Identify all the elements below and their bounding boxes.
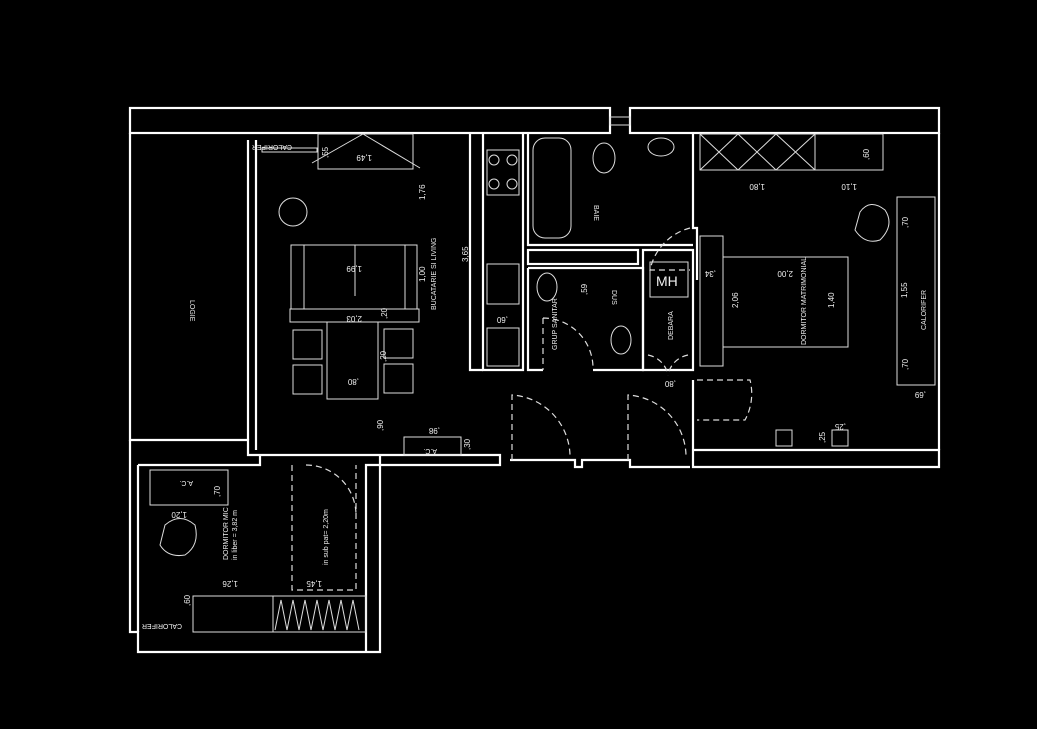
dim: ,80 — [664, 379, 676, 388]
dim: 1,00 — [418, 266, 427, 282]
dim: ,20 — [379, 350, 388, 362]
room-label-small-area: in liber = 3,82 m — [232, 510, 239, 560]
furniture — [149, 133, 936, 633]
dim: 1,49 — [356, 153, 372, 162]
dim: ,34 — [704, 269, 716, 278]
doors — [291, 227, 753, 591]
dim: ,20 — [380, 307, 389, 319]
room-label-small: DORMITOR MIC — [223, 507, 230, 560]
heater-label: CALORIFER — [252, 143, 292, 150]
room-label-logie: LOGIE — [188, 300, 195, 322]
room-labels: LOGIE BUCATARIE SI LIVING BAIE DUS GRUP … — [142, 143, 928, 629]
walls — [128, 106, 941, 654]
dim: ,70 — [901, 358, 910, 370]
heater-label-2: CALORIFER — [921, 290, 928, 330]
mh-label: MH — [656, 273, 678, 289]
room-label-storage: DEBARA — [668, 311, 675, 340]
dim: ,80 — [347, 377, 359, 386]
dim: ,30 — [463, 438, 472, 450]
dim: ,25 — [818, 431, 827, 443]
dim: ,70 — [213, 485, 222, 497]
dim: 2,06 — [731, 292, 740, 308]
dim: ,69 — [914, 390, 926, 399]
dim: 2,00 — [777, 269, 793, 278]
dimensions: 1,49 ,55 1,76 3,65 1,99 1,00 2,03 ,20 ,2… — [171, 146, 926, 606]
dim: 1,76 — [418, 184, 427, 200]
dim: ,60 — [496, 315, 508, 324]
room-label-walkin: in sub pat= 2,20m — [323, 509, 330, 565]
dim: 3,65 — [461, 246, 470, 262]
dim: ,90 — [376, 419, 385, 431]
room-label-living: BUCATARIE SI LIVING — [431, 238, 438, 310]
ac-label: A.C. — [423, 447, 437, 454]
room-label-shower: DUS — [610, 290, 617, 305]
dim: 1,40 — [827, 292, 836, 308]
dim: 1,45 — [306, 579, 322, 588]
dim: ,60 — [862, 148, 871, 160]
dim: 1,80 — [749, 182, 765, 191]
ac-label-2: A.C. — [179, 479, 193, 486]
room-label-bath: BAIE — [592, 205, 599, 221]
dim: ,59 — [580, 283, 589, 295]
room-label-wc: GRUP SANITAR — [552, 298, 559, 350]
heater-label-3: CALORIFER — [142, 622, 182, 629]
dim: 1,26 — [222, 579, 238, 588]
room-label-master: DORMITOR MATRIMONIAL — [801, 257, 808, 345]
dim: ,60 — [183, 594, 192, 606]
dim: 2,03 — [346, 314, 362, 323]
dim: ,55 — [321, 146, 330, 158]
dim: 1,99 — [346, 264, 362, 273]
dim: 1,10 — [841, 182, 857, 191]
dim: 1,20 — [171, 510, 187, 519]
dim: ,25 — [834, 422, 846, 431]
dim: 1,55 — [900, 282, 909, 298]
dim: ,70 — [901, 216, 910, 228]
dim: ,98 — [428, 426, 440, 435]
